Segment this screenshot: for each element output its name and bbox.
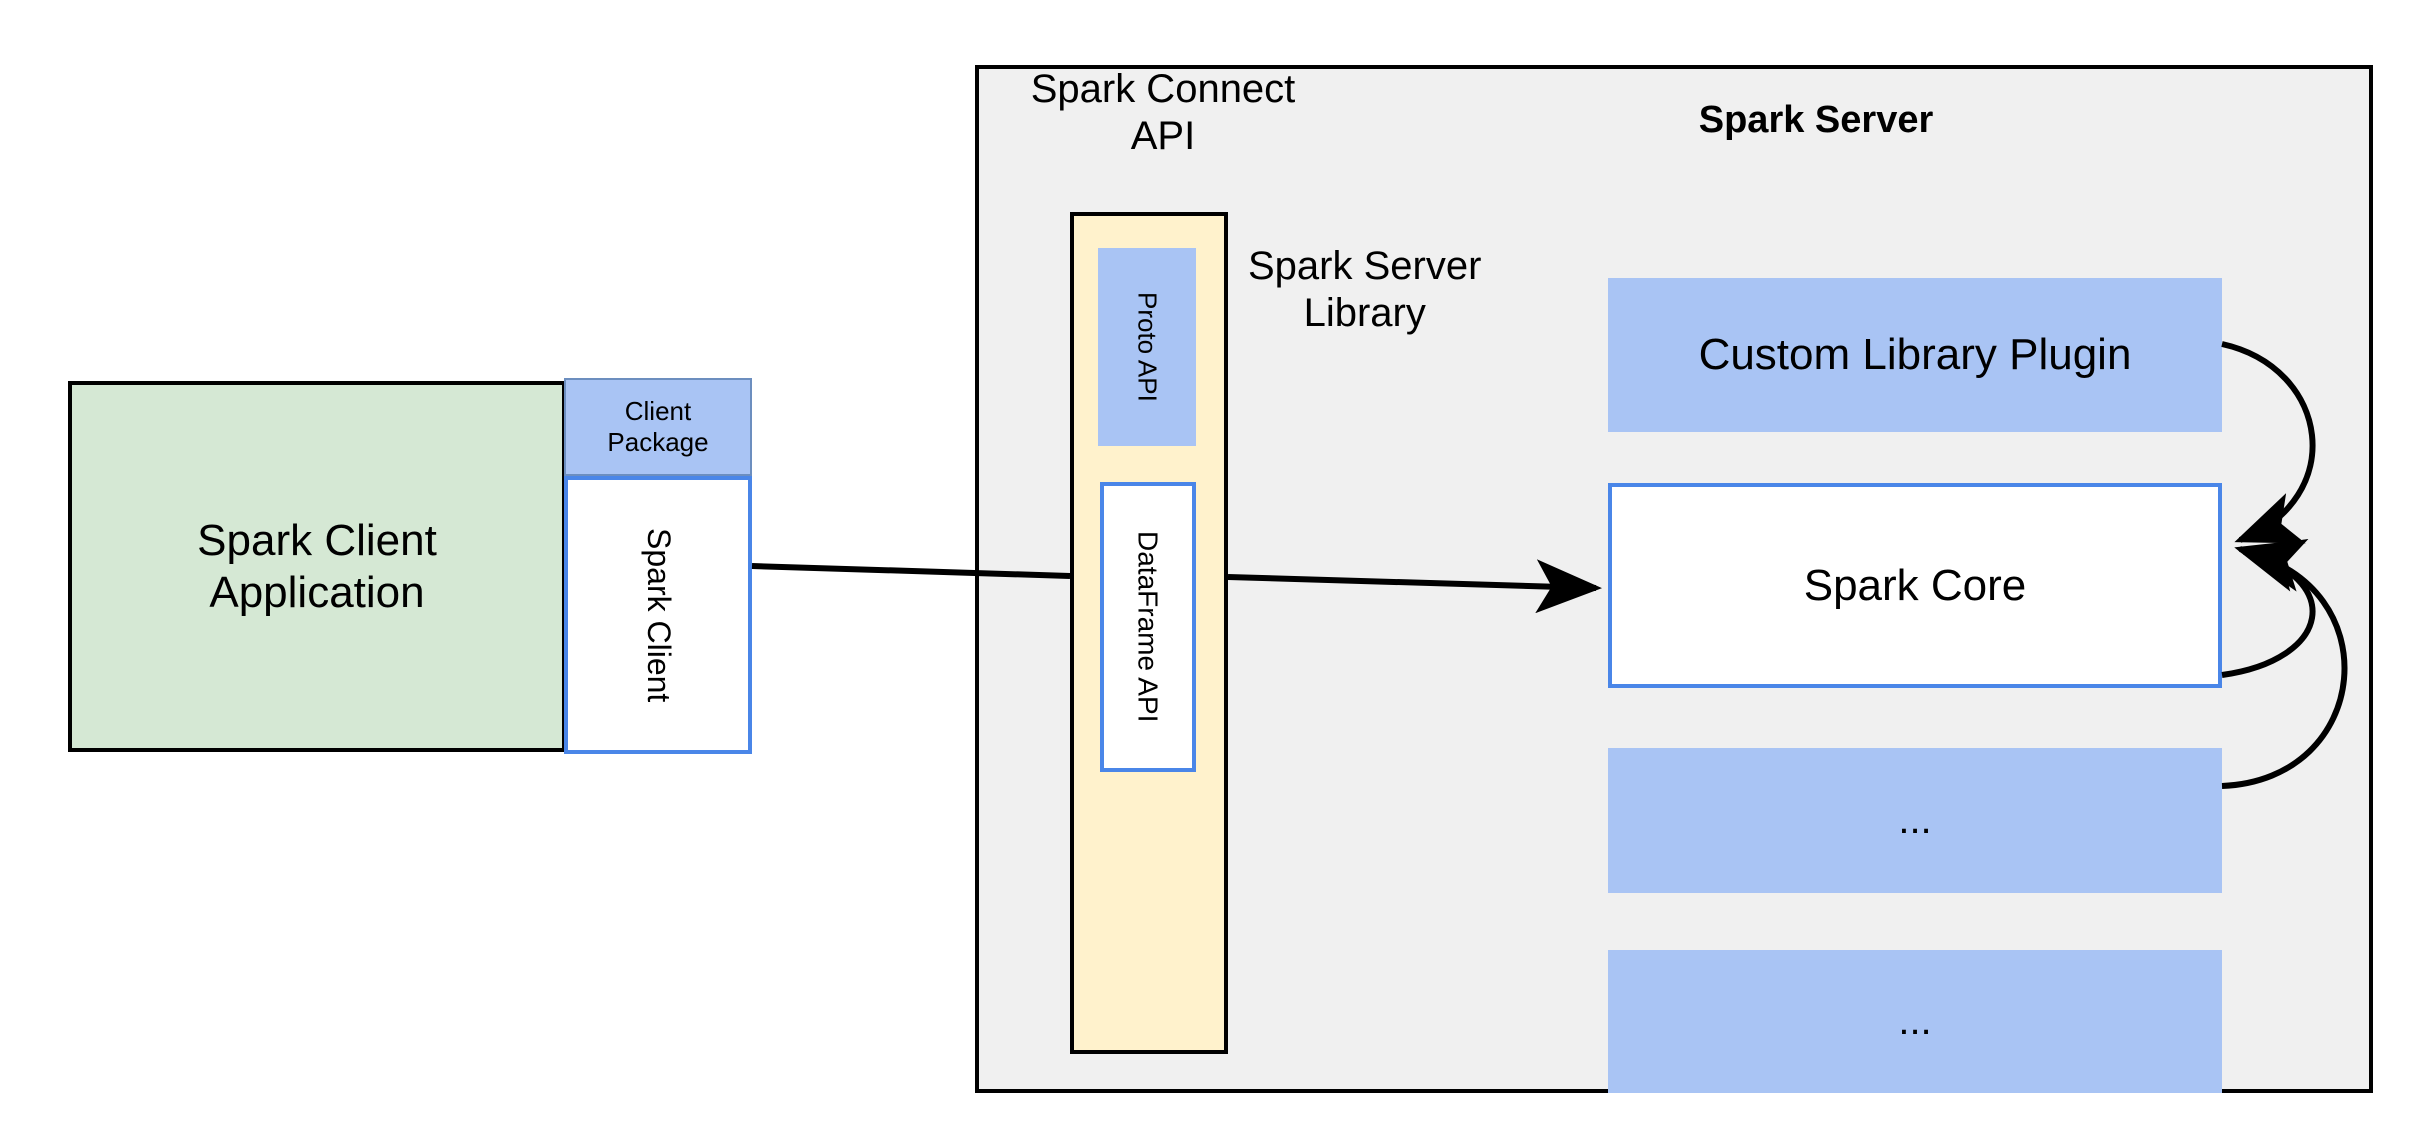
spark-server-title: Spark Server	[1698, 98, 1934, 141]
proto-api-label: Proto API	[1132, 292, 1163, 402]
custom-library-plugin-box: Custom Library Plugin	[1608, 278, 2222, 432]
additional-plugin-box-2: ...	[1608, 950, 2222, 1093]
spark-client-application-box: Spark Client Application	[68, 381, 566, 752]
spark-connect-api-label: Spark Connect API	[1030, 67, 1296, 159]
spark-client-box: Spark Client	[564, 476, 752, 754]
additional-plugin-box-1: ...	[1608, 748, 2222, 893]
spark-core-box: Spark Core	[1608, 483, 2222, 688]
dataframe-api-box: DataFrame API	[1100, 482, 1196, 772]
dataframe-api-label: DataFrame API	[1132, 531, 1164, 723]
proto-api-box: Proto API	[1098, 248, 1196, 446]
spark-server-library-label: Spark Server Library	[1248, 244, 1482, 336]
client-package-box: Client Package	[564, 378, 752, 476]
spark-client-label: Spark Client	[640, 527, 677, 703]
